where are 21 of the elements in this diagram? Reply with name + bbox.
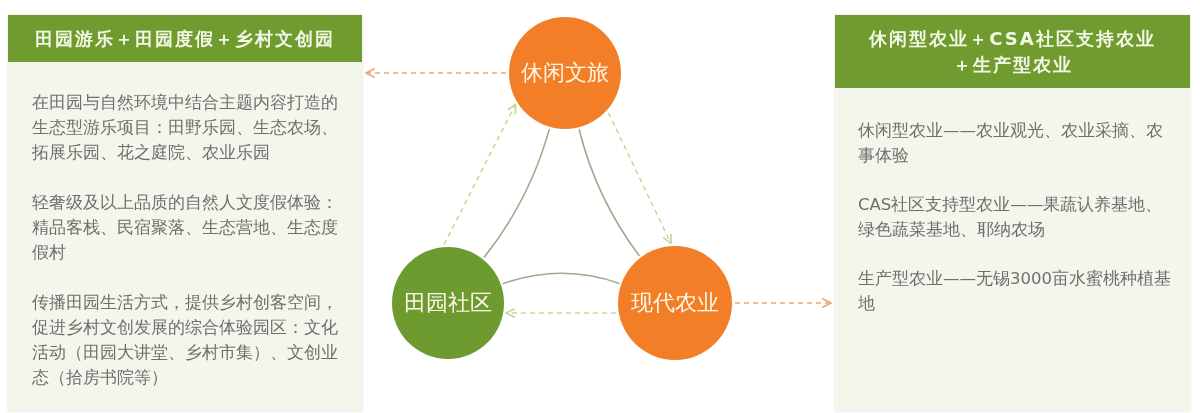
panel-heading: 田园游乐＋田园度假＋乡村文创园 bbox=[8, 15, 362, 62]
circle-node: 休闲文旅 bbox=[509, 17, 621, 129]
paragraph: 传播田园生活方式，提供乡村创客空间，促进乡村文创发展的综合体验园区：文化活动（田园大讲堂、乡村市集）、文创业态（拾房书院等） bbox=[32, 292, 339, 389]
arrow bbox=[607, 111, 672, 245]
curved-line bbox=[483, 128, 551, 259]
paragraph: 在田园与自然环境中结合主题内容打造的生态型游乐项目：田野乐园、生态农场、拓展乐园、花之庭院、农业乐园 bbox=[32, 92, 339, 164]
paragraph: CAS社区支持型农业——果蔬认养基地、绿色蔬菜基地、耶纳农场 bbox=[858, 194, 1164, 241]
paragraph: 休闲型农业——农业观光、农业采摘、农事体验 bbox=[858, 120, 1164, 167]
circle-node: 现代农业 bbox=[618, 246, 732, 360]
arrow bbox=[443, 103, 517, 246]
paragraph: 生产型农业——无锡3000亩水蜜桃种植基地 bbox=[858, 268, 1171, 315]
curved-line bbox=[501, 272, 621, 285]
arrow bbox=[365, 68, 507, 78]
info-panel bbox=[835, 15, 1190, 411]
panel-heading: 休闲型农业＋CSA社区支持农业＋生产型农业 bbox=[835, 15, 1190, 88]
arrow bbox=[505, 308, 617, 318]
arrow bbox=[734, 298, 832, 308]
curved-line bbox=[578, 128, 641, 257]
circle-node: 田园社区 bbox=[392, 247, 504, 359]
paragraph: 轻奢级及以上品质的自然人文度假体验：精品客栈、民宿聚落、生态营地、生态度假村 bbox=[32, 192, 339, 264]
info-panel bbox=[8, 15, 362, 411]
